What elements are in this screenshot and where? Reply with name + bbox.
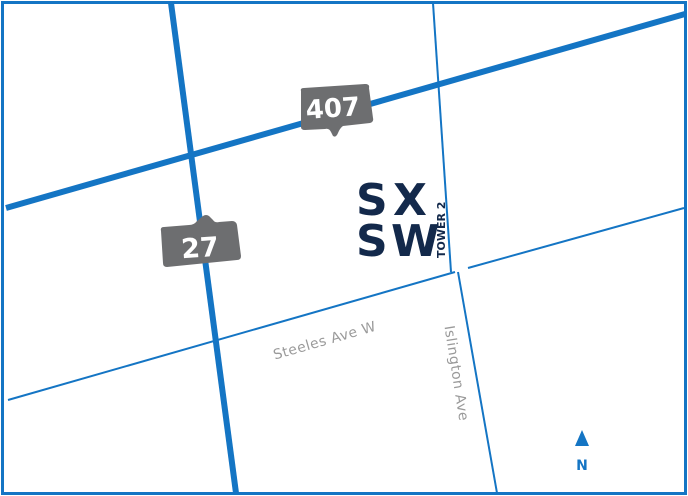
highway-shield-407: 407: [300, 84, 374, 137]
road-islington-north: [432, 2, 452, 273]
highway-27-label: 27: [180, 232, 220, 266]
logo-letter-s-top: S: [356, 175, 388, 226]
highway-407-label: 407: [305, 92, 361, 126]
north-compass: N: [575, 430, 589, 474]
project-logo: S X S W TOWER 2: [356, 175, 448, 267]
logo-letter-x: X: [393, 175, 427, 226]
logo-letter-s-bottom: S: [356, 216, 388, 267]
north-arrow-icon: [575, 430, 589, 446]
highway-shield-27: 27: [160, 215, 241, 267]
road-steeles-east: [467, 207, 685, 269]
road-islington-south: [457, 271, 498, 494]
road-steeles-west: [7, 271, 456, 401]
north-label: N: [576, 458, 588, 474]
logo-letter-w: W: [391, 216, 440, 267]
logo-subtitle: TOWER 2: [435, 202, 448, 258]
